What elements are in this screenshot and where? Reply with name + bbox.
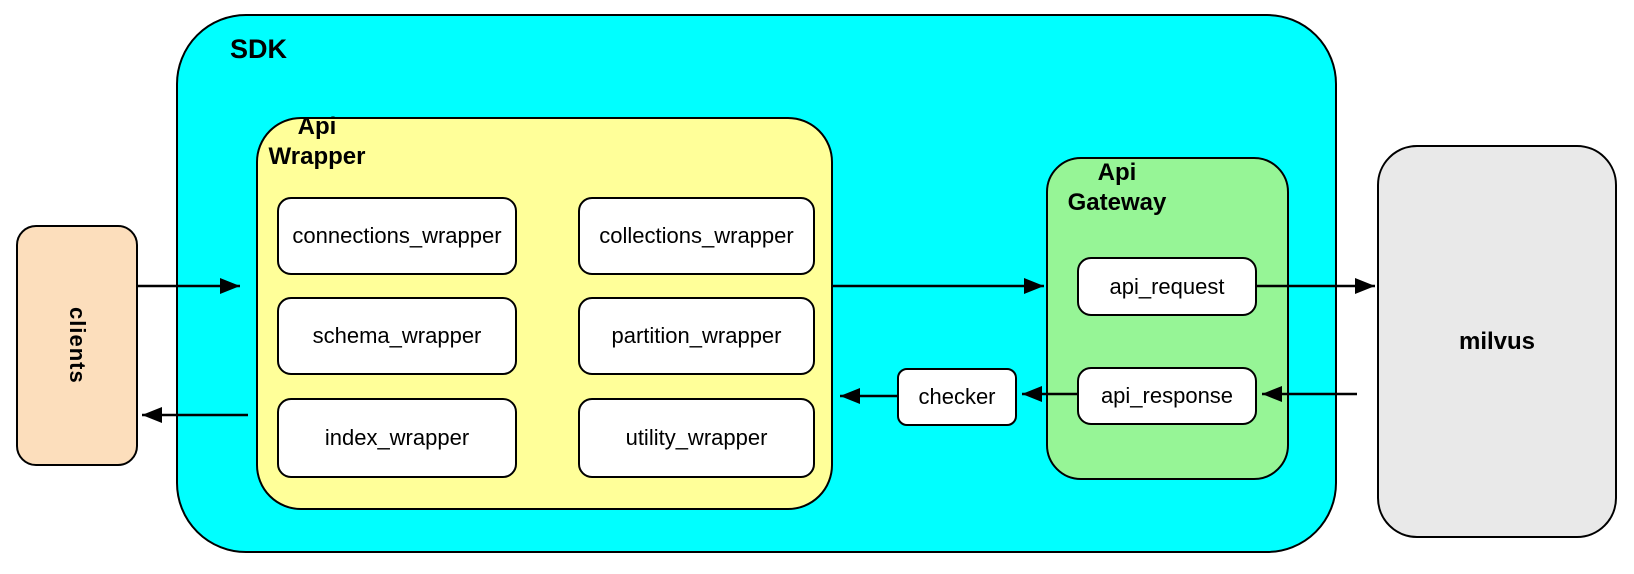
api-response-label: api_response [1100, 383, 1234, 408]
sdk-label: SDK [230, 34, 288, 64]
checker-node: checker [897, 368, 1017, 426]
partition-wrapper-label: partition_wrapper [611, 323, 782, 348]
partition-wrapper-node: partition_wrapper [578, 297, 815, 375]
connections-wrapper-label: connections_wrapper [292, 223, 502, 248]
api-request-node: api_request [1077, 257, 1257, 316]
api-wrapper-label: Api Wrapper [268, 113, 366, 170]
api-gateway-label: Api Gateway [1067, 159, 1167, 216]
checker-label: checker [918, 384, 996, 409]
utility-wrapper-label: utility_wrapper [625, 425, 768, 450]
clients-label: clients [65, 307, 90, 384]
api-gateway-container [1046, 157, 1289, 480]
collections-wrapper-label: collections_wrapper [599, 223, 794, 248]
index-wrapper-label: index_wrapper [324, 425, 470, 450]
milvus-node: milvus [1377, 145, 1617, 538]
milvus-label: milvus [1458, 327, 1536, 355]
schema-wrapper-label: schema_wrapper [312, 323, 482, 348]
collections-wrapper-node: collections_wrapper [578, 197, 815, 275]
api-request-label: api_request [1109, 273, 1225, 299]
index-wrapper-node: index_wrapper [277, 398, 517, 478]
clients-node: clients [16, 225, 138, 466]
connections-wrapper-node: connections_wrapper [277, 197, 517, 275]
schema-wrapper-node: schema_wrapper [277, 297, 517, 375]
api-response-node: api_response [1077, 367, 1257, 425]
utility-wrapper-node: utility_wrapper [578, 398, 815, 478]
